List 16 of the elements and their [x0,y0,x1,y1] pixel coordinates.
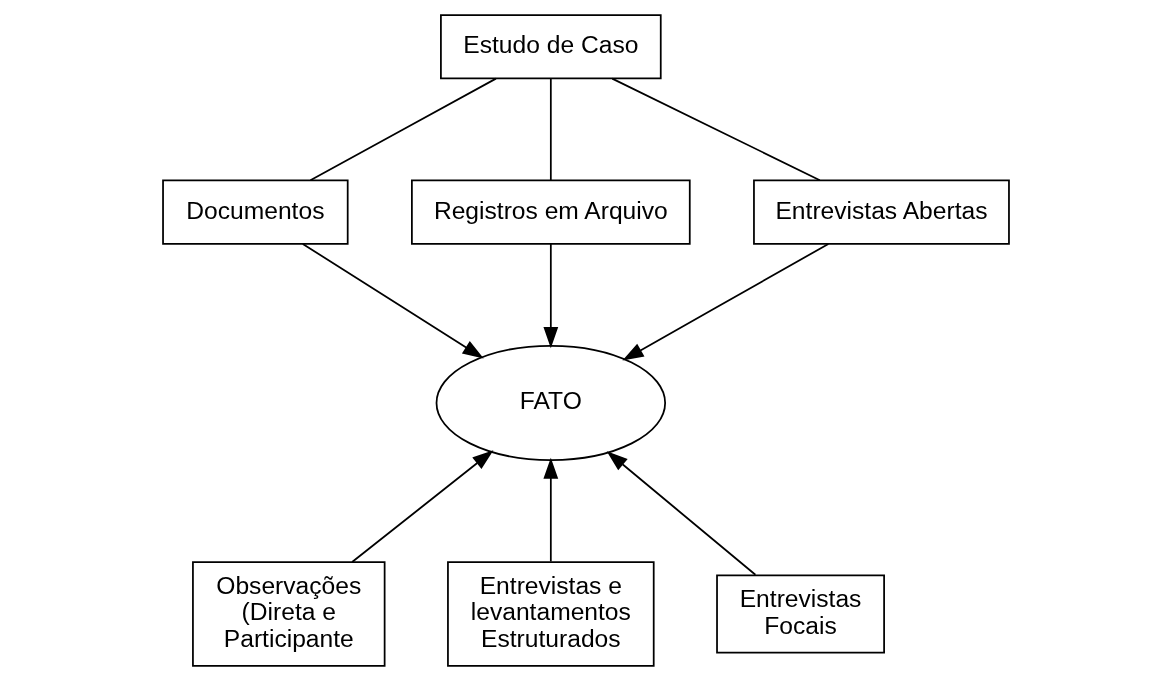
arrow [542,243,558,349]
connector [549,78,552,181]
arrow [301,243,484,359]
node-box: Entrevistas e levantamentos Estruturados [446,561,655,667]
connector [309,77,497,182]
node-box: Entrevistas Focais [715,574,885,654]
node-box: Entrevistas Abertas [752,179,1010,245]
node-box: Estudo de Caso [439,14,662,80]
node-box: Observações (Direta e Participante [191,561,385,667]
node-box: Documentos [161,179,349,245]
arrow [350,450,493,563]
connector [610,77,821,182]
arrow [606,451,756,576]
node-box: Registros em Arquivo [410,179,691,245]
arrow [542,457,558,563]
arrow [621,243,829,361]
